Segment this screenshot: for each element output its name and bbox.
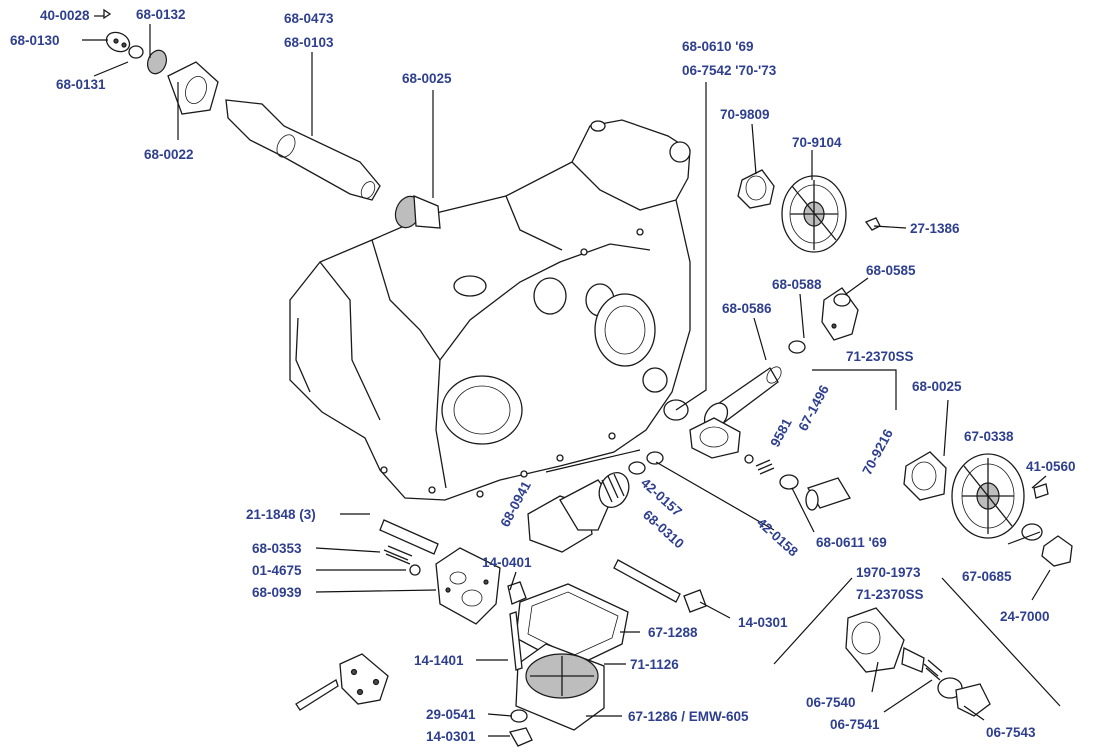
- oil-pump-body: [435, 547, 501, 625]
- label-68-0353: 68-0353: [252, 541, 302, 556]
- label-14-0301-right: 14-0301: [738, 615, 788, 630]
- timing-gear-upper: [737, 169, 881, 253]
- timing-gear-lower: [903, 451, 1073, 567]
- label-68-0103: 68-0103: [284, 35, 334, 50]
- label-67-1496: 67-1496: [795, 382, 832, 433]
- breather-cover-plate: [821, 287, 859, 341]
- label-14-0401: 14-0401: [482, 555, 532, 570]
- breather-valve-assembly: [663, 340, 851, 511]
- label-68-0610: 68-0610 '69: [682, 39, 754, 54]
- label-01-4675: 01-4675: [252, 563, 302, 578]
- label-68-0025-lower: 68-0025: [912, 379, 962, 394]
- label-14-0301-bottom: 14-0301: [426, 729, 476, 744]
- label-68-0025-upper: 68-0025: [402, 71, 452, 86]
- label-24-7000: 24-7000: [1000, 609, 1050, 624]
- label-68-0473: 68-0473: [284, 11, 334, 26]
- label-67-0338: 67-0338: [964, 429, 1014, 444]
- label-71-2370SS-upper: 71-2370SS: [846, 349, 914, 364]
- label-67-1286-emw-605: 67-1286 / EMW-605: [628, 709, 749, 724]
- label-70-9216: 70-9216: [859, 426, 896, 477]
- studs-and-springs: [379, 519, 707, 613]
- label-41-0560: 41-0560: [1026, 459, 1076, 474]
- label-70-9809: 70-9809: [720, 107, 770, 122]
- label-06-7541: 06-7541: [830, 717, 880, 732]
- leader-lines: [82, 15, 1061, 737]
- sump-gasket-and-filter: [509, 583, 629, 747]
- label-68-0611: 68-0611 '69: [816, 535, 887, 550]
- label-68-0022: 68-0022: [144, 147, 194, 162]
- label-71-1126: 71-1126: [630, 657, 679, 672]
- crankcase-housing: [289, 119, 691, 501]
- label-06-7543: 06-7543: [986, 725, 1036, 740]
- label-71-2370SS-lower: 71-2370SS: [856, 587, 924, 602]
- label-68-0132: 68-0132: [136, 7, 186, 22]
- label-9581: 9581: [767, 415, 795, 449]
- label-06-7540: 06-7540: [806, 695, 856, 710]
- label-68-0585: 68-0585: [866, 263, 916, 278]
- label-27-1386: 27-1386: [910, 221, 960, 236]
- label-29-0541: 29-0541: [426, 707, 476, 722]
- label-14-1401: 14-1401: [414, 653, 464, 668]
- label-67-0685: 67-0685: [962, 569, 1012, 584]
- label-70-9104: 70-9104: [792, 135, 842, 150]
- oil-pressure-valve-assembly: [845, 607, 991, 717]
- label-68-0586: 68-0586: [722, 301, 772, 316]
- cover-plate-bottom: [295, 653, 389, 711]
- label-1970-1973: 1970-1973: [856, 565, 921, 580]
- label-42-0158: 42-0158: [754, 515, 801, 560]
- label-06-7542: 06-7542 '70-'73: [682, 63, 777, 78]
- label-68-0588: 68-0588: [772, 277, 822, 292]
- label-67-1288: 67-1288: [648, 625, 698, 640]
- label-40-0028: 40-0028: [40, 8, 90, 23]
- label-68-0130: 68-0130: [10, 33, 60, 48]
- label-21-1848: 21-1848 (3): [246, 507, 316, 522]
- camshaft-assembly: [103, 8, 441, 229]
- label-68-0939: 68-0939: [252, 585, 302, 600]
- label-68-0131: 68-0131: [56, 77, 106, 92]
- oil-pump-drive-assembly: [527, 451, 664, 553]
